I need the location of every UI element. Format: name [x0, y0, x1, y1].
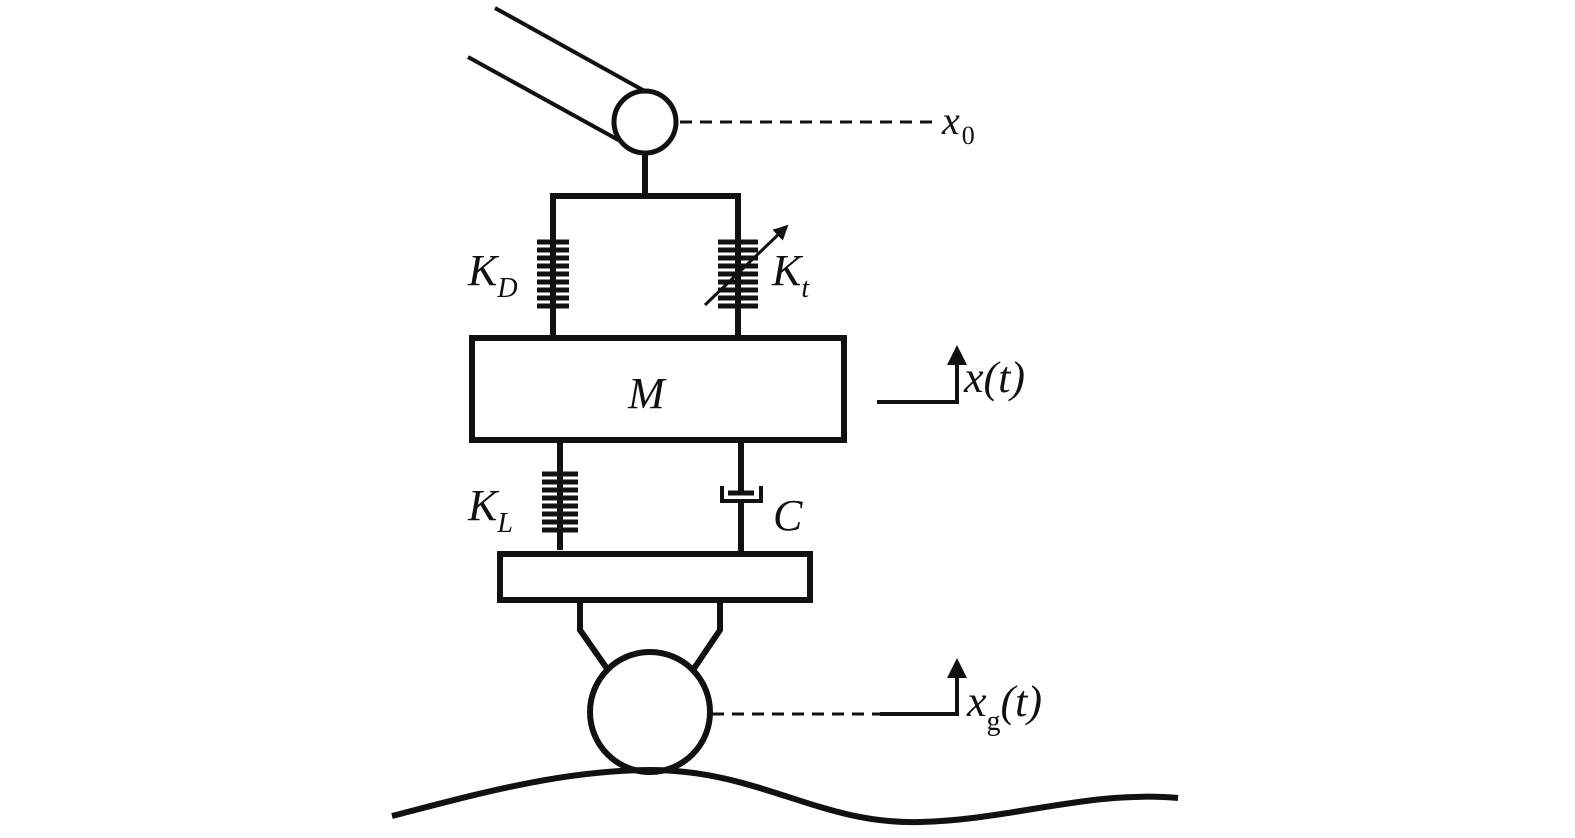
spring-kl	[542, 471, 578, 533]
label-kl: KL	[467, 481, 513, 539]
top-spring-frame	[550, 193, 741, 336]
label-x0: x0	[941, 98, 975, 150]
variable-stiffness-arrow	[703, 224, 789, 307]
label-mass: M	[627, 369, 667, 418]
mass-block	[469, 335, 847, 443]
road-surface	[391, 766, 1179, 826]
label-xg: xg(t)	[966, 677, 1042, 737]
wheel	[587, 649, 713, 775]
spring-kt	[718, 239, 758, 309]
label-xt: x(t)	[963, 353, 1025, 402]
label-kt: Kt	[771, 246, 810, 304]
upper-arm	[467, 6, 651, 144]
xg-displacement-indicator	[880, 658, 967, 716]
x-displacement-indicator	[877, 345, 967, 404]
spring-kd	[537, 239, 569, 309]
lower-plate	[497, 551, 813, 603]
label-kd: KD	[467, 246, 518, 304]
wheel-fork	[577, 602, 723, 672]
top-pivot-roller	[611, 88, 679, 156]
label-c: C	[773, 491, 803, 540]
damper-c	[720, 442, 763, 552]
